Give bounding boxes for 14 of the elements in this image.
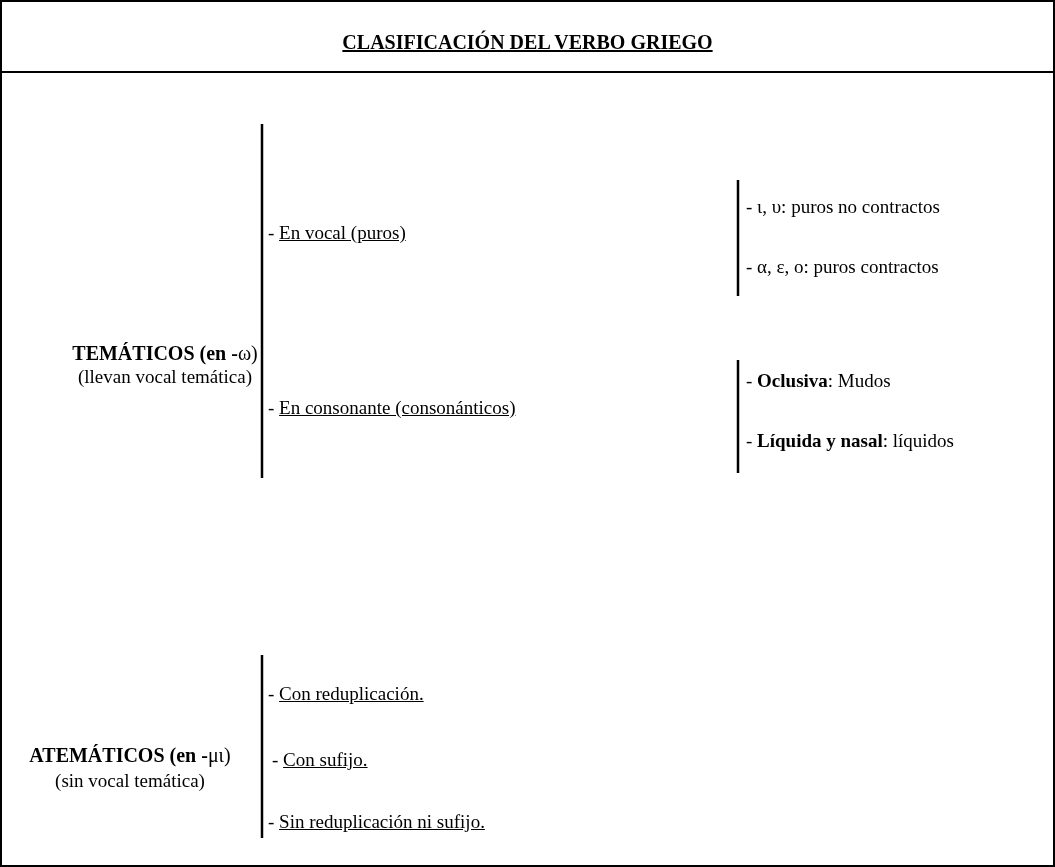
category-text: - Sin reduplicación ni sufijo. xyxy=(268,811,485,833)
group-subheading: (sin vocal temática) xyxy=(54,770,206,792)
category-text: - En consonante (consonánticos) xyxy=(268,397,516,419)
group-subheading: (llevan vocal temática) xyxy=(76,366,254,388)
group-heading: TEMÁTICOS (en -ω) xyxy=(71,342,259,364)
subcategory-text: - ι, υ: puros no contractos xyxy=(746,196,940,218)
subcategory-text: - Oclusiva: Mudos xyxy=(746,370,891,392)
category-text: - Con reduplicación. xyxy=(268,683,424,705)
group-heading: ATEMÁTICOS (en -μι) xyxy=(28,744,232,766)
category-text: - Con sufijo. xyxy=(272,749,368,771)
diagram-title: CLASIFICACIÓN DEL VERBO GRIEGO xyxy=(341,30,714,54)
subcategory-text: - α, ε, ο: puros contractos xyxy=(746,256,939,278)
category-text: - En vocal (puros) xyxy=(268,222,406,244)
subcategory-text: - Líquida y nasal: líquidos xyxy=(746,430,954,452)
